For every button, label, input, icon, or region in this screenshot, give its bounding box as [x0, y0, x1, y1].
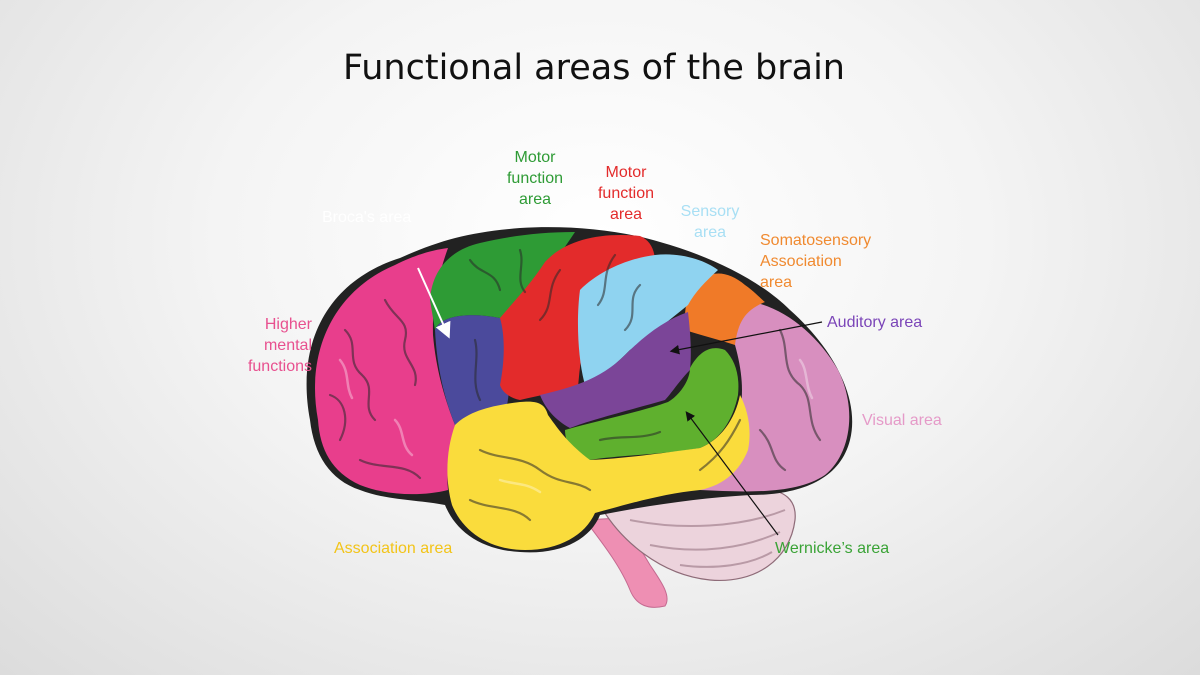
sensory-line-1: Sensory: [680, 203, 740, 220]
motor-green-line-1: Motor: [514, 149, 556, 166]
association-region: [447, 395, 750, 550]
higher-mental-line-3: functions: [247, 358, 312, 375]
brocas-area-label: Broca's area: [322, 209, 412, 226]
somatosensory-line-1: Somatosensory: [760, 232, 872, 249]
association-area-label: Association area: [334, 540, 453, 557]
higher-mental-line-1: Higher: [264, 316, 312, 333]
sensory-line-2: area: [693, 224, 727, 241]
auditory-region: [540, 312, 691, 428]
wernickes-leader-arrow: [685, 411, 779, 536]
somatosensory-label: Somatosensory Association area: [760, 230, 871, 293]
higher-mental-region: [315, 248, 455, 495]
somatosensory-line-3: area: [760, 274, 793, 291]
motor-function-red-label: Motor function area: [585, 162, 667, 225]
wernickes-area-label: Wernicke’s area: [775, 540, 890, 557]
motor-green-line-3: area: [518, 191, 552, 208]
visual-area-label: Visual area: [862, 412, 942, 429]
somatosensory-line-2: Association: [760, 253, 842, 270]
higher-mental-label: Higher mental functions: [220, 314, 312, 377]
sensory-area-label: Sensory area: [670, 201, 750, 243]
auditory-area-label: Auditory area: [827, 314, 923, 331]
motor-red-line-2: function: [597, 185, 655, 202]
motor-red-line-3: area: [609, 206, 643, 223]
motor-function-green-label: Motor function area: [494, 147, 576, 210]
wernickes-region: [565, 348, 739, 460]
brocas-area-region: [435, 315, 511, 429]
brocas-leader-arrow: [417, 267, 451, 339]
auditory-leader-arrow: [669, 321, 823, 355]
motor-green-region: [430, 232, 575, 330]
motor-red-line-1: Motor: [605, 164, 647, 181]
somatosensory-region: [684, 273, 765, 345]
higher-mental-line-2: mental: [263, 337, 312, 354]
page-title: Functional areas of the brain: [343, 48, 845, 88]
motor-green-line-2: function: [506, 170, 564, 187]
sensory-region: [577, 254, 718, 385]
